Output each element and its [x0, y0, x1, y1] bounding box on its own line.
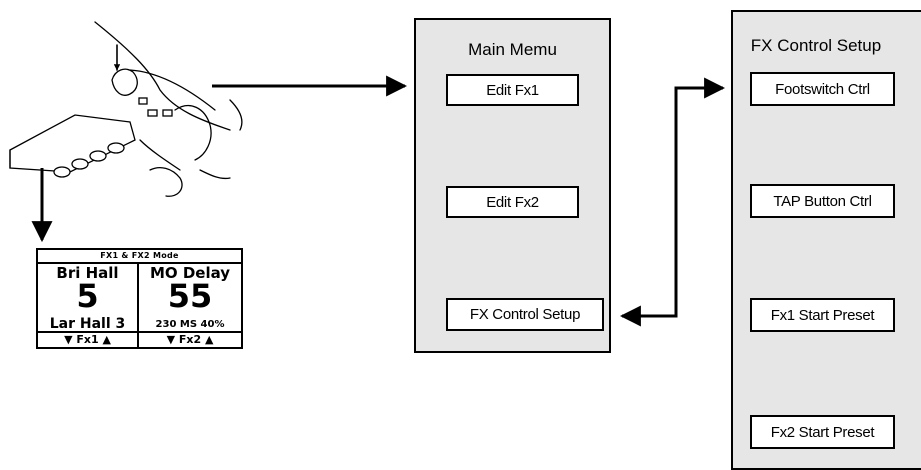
main-menu-item-edit-fx1[interactable]: Edit Fx1 [446, 74, 579, 106]
lcd-left-footer: ▼ Fx1 ▲ [64, 333, 111, 346]
lcd-right-footer: ▼ Fx2 ▲ [166, 333, 214, 346]
lcd-right-value: 55 [167, 277, 213, 315]
fx-setup-item-tap-button-ctrl[interactable]: TAP Button Ctrl [750, 184, 895, 218]
lcd-right-name: MO Delay [149, 264, 231, 282]
lcd-display: FX1 & FX2 Mode Bri Hall 5 Lar Hall 3 ▼ F… [36, 248, 243, 349]
lcd-divider [137, 262, 139, 347]
lcd-mode-label: FX1 & FX2 Mode [38, 250, 241, 264]
arrow-control-setup-link [619, 77, 726, 327]
fx-setup-item-fx2-start-preset[interactable]: Fx2 Start Preset [750, 415, 895, 449]
fx-setup-item-footswitch-ctrl[interactable]: Footswitch Ctrl [750, 72, 895, 106]
main-menu-panel: Main Memu [414, 18, 611, 353]
main-menu-title: Main Memu [468, 40, 557, 59]
fx-control-setup-title: FX Control Setup [750, 36, 882, 55]
fx-setup-item-fx1-start-preset[interactable]: Fx1 Start Preset [750, 298, 895, 332]
main-menu-item-fx-control-setup[interactable]: FX Control Setup [446, 298, 604, 331]
lcd-left-sub: Lar Hall 3 [49, 316, 126, 332]
main-menu-item-edit-fx2[interactable]: Edit Fx2 [446, 186, 579, 218]
lcd-footer-line [38, 331, 241, 333]
lcd-left-value: 5 [76, 277, 99, 315]
lcd-left-name: Bri Hall [56, 264, 119, 282]
lcd-right-sub: 230 MS 40% [155, 319, 225, 330]
hand-pedal-illustration-icon [9, 21, 243, 197]
